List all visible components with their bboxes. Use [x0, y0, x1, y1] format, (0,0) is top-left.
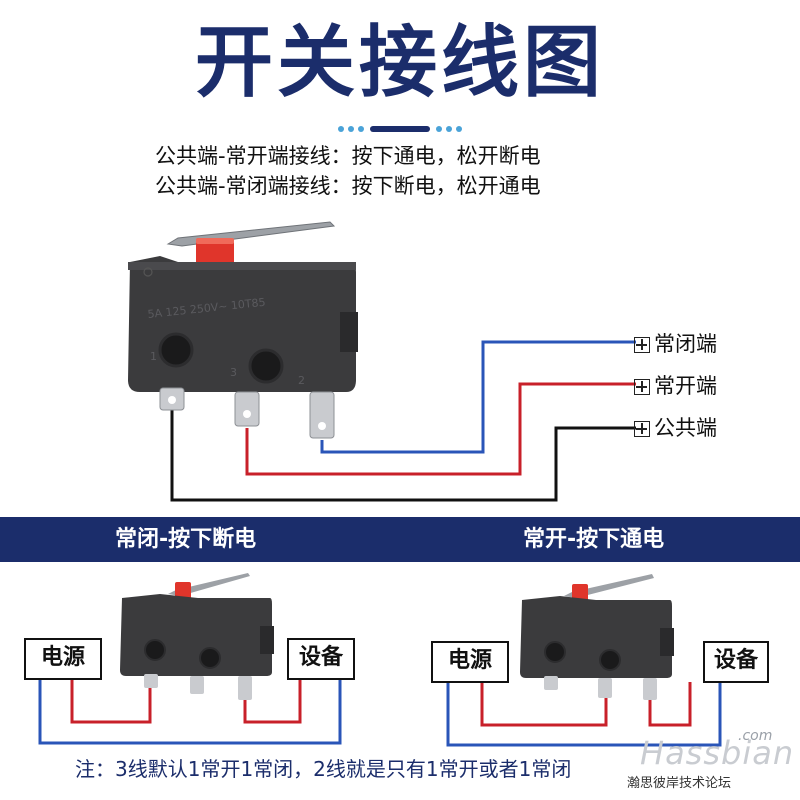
watermark-subtitle: 瀚思彼岸技术论坛 [627, 776, 732, 791]
page-title: 开关接线图 [194, 18, 605, 108]
pin-label-2: 2 [298, 374, 305, 387]
terminal-plus-icon [634, 379, 650, 395]
wire-red-no [245, 382, 636, 476]
pin-label-1: 1 [150, 350, 157, 363]
terminal-plus-icon [634, 421, 650, 437]
terminal-label-nc: 常闭端 [634, 331, 717, 357]
power-label-left: 电源 [24, 638, 102, 680]
mount-hole-left [158, 332, 194, 368]
section-title-nc: 常闭-按下断电 [115, 527, 257, 552]
watermark-domain: .com [738, 728, 773, 744]
terminal-label-no: 常开端 [634, 373, 717, 399]
switch-lever [166, 221, 336, 247]
device-label-right: 设备 [703, 641, 769, 683]
switch-body [128, 256, 356, 392]
pin-label-3: 3 [230, 366, 237, 379]
wiring-rule-nc: 公共端-常闭端接线：按下断电，松开通电 [155, 174, 541, 198]
title-decoration [338, 126, 462, 132]
terminal-plus-icon [634, 337, 650, 353]
nc-wiring-diagram [38, 573, 342, 745]
section-band [0, 517, 800, 562]
main-switch-diagram: 5A 125 250V~ 10T85 1 3 2 [128, 221, 636, 502]
power-label-right: 电源 [431, 641, 509, 683]
terminal-label-com: 公共端 [634, 415, 717, 441]
footnote: 注：3线默认1常开1常闭，2线就是只有1常开或者1常闭 [75, 757, 572, 781]
no-wiring-diagram [446, 574, 722, 747]
section-title-no: 常开-按下通电 [523, 527, 665, 552]
device-label-left: 设备 [287, 638, 355, 680]
wiring-rule-no: 公共端-常开端接线：按下通电，松开断电 [155, 144, 541, 168]
watermark-brand: Hassbian [640, 734, 795, 772]
pin-no [234, 391, 260, 427]
wire-black-com [170, 404, 636, 502]
pin-nc [309, 391, 335, 439]
mount-hole-right [248, 348, 284, 384]
wire-blue-nc [320, 340, 636, 454]
